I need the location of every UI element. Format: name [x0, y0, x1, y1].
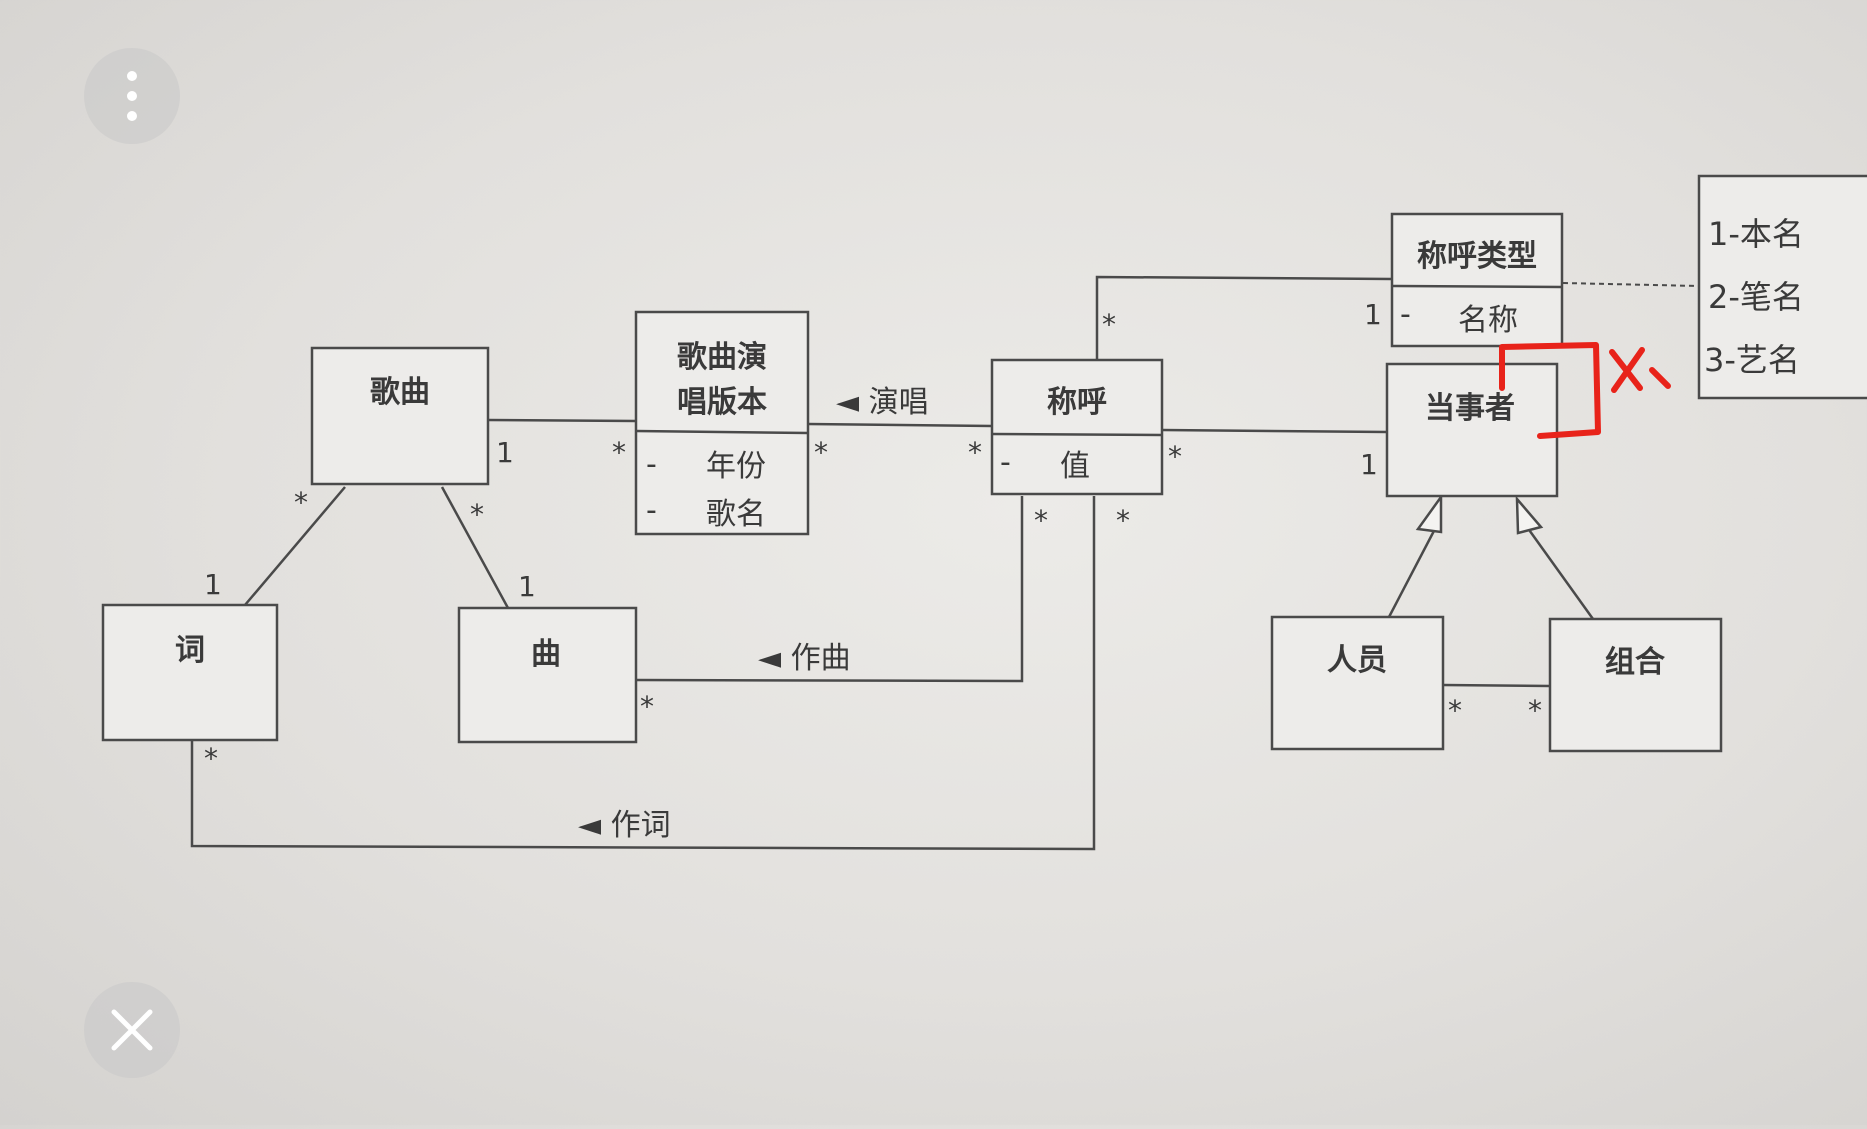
class-melody-name: 曲 [531, 637, 561, 672]
version-attr1-visibility: - [646, 447, 657, 482]
class-group-name: 组合 [1605, 645, 1665, 680]
close-button[interactable] [84, 982, 180, 1078]
class-song-box [310, 346, 490, 486]
mult-song-version-version: * [612, 436, 626, 469]
mult-app-type-app: * [1102, 308, 1116, 341]
appellation-attr1: 值 [1060, 449, 1090, 484]
assoc-melody-appellation [635, 496, 1024, 683]
mult-app-party-app: * [1168, 440, 1182, 473]
mult-lyrics-app-app: * [1116, 504, 1130, 537]
mult-song-lyrics-song: * [294, 486, 308, 519]
class-melody-box [457, 606, 638, 744]
version-attr1: 年份 [706, 449, 766, 484]
assoc-person-group [1442, 683, 1551, 688]
assoc-song-version [487, 418, 637, 423]
more-options-button[interactable] [84, 48, 180, 144]
generalization-person [1387, 526, 1438, 618]
enum-note-box [1697, 174, 1867, 400]
version-attr2-visibility: - [646, 493, 657, 528]
class-lyrics-box [101, 603, 279, 742]
assoc-label-write: ◄ 作词 [578, 808, 671, 843]
mult-song-melody-melody: 1 [518, 570, 536, 603]
assoc-lyrics-appellation [190, 496, 1096, 851]
mult-person-group-group: * [1528, 694, 1542, 727]
class-version-name-line1: 歌曲演 [677, 340, 767, 375]
class-appellation-name: 称呼 [1047, 385, 1107, 420]
generalization-group [1525, 526, 1595, 620]
enum-item-2: 2-笔名 [1708, 278, 1804, 316]
class-version-box [634, 310, 810, 536]
class-group-box [1548, 617, 1723, 753]
assoc-appellation-type [1095, 275, 1393, 360]
class-person-box [1270, 615, 1445, 751]
generalization-arrowhead-person [1415, 493, 1443, 534]
red-annotation [1499, 342, 1671, 439]
mult-song-version-song: 1 [496, 436, 514, 469]
version-attr2: 歌名 [706, 497, 766, 532]
class-party-name: 当事者 [1425, 391, 1515, 426]
assoc-appellation-party [1161, 428, 1388, 434]
assoc-version-appellation [807, 422, 993, 428]
assoc-label-compose: ◄ 作曲 [758, 641, 851, 676]
mult-melody-app-app: * [1034, 504, 1048, 537]
more-vertical-icon [127, 71, 137, 121]
mult-lyrics-app-lyrics: * [204, 742, 218, 775]
mult-song-melody-song: * [470, 498, 484, 531]
class-appellation-type-box [1390, 212, 1564, 348]
class-version-name-line2: 唱版本 [677, 385, 767, 420]
appellation-type-attr1: 名称 [1458, 303, 1518, 338]
class-appellation-box [990, 358, 1164, 496]
enum-item-1: 1-本名 [1708, 215, 1804, 253]
appellation-attr1-visibility: - [1000, 445, 1011, 480]
assoc-label-sing: ◄ 演唱 [836, 385, 929, 420]
class-appellation-type-name: 称呼类型 [1417, 239, 1537, 274]
enum-item-3: 3-艺名 [1704, 341, 1800, 379]
appellation-type-attr1-visibility: - [1400, 297, 1411, 332]
mult-person-group-person: * [1448, 694, 1462, 727]
class-song-name: 歌曲 [370, 375, 430, 410]
assoc-song-melody [440, 486, 510, 609]
mult-app-party-party: 1 [1360, 448, 1378, 481]
assoc-song-lyrics [244, 486, 346, 606]
class-party-box [1385, 362, 1559, 498]
mult-version-app-version: * [814, 436, 828, 469]
mult-version-app-app: * [968, 436, 982, 469]
class-lyrics-name: 词 [175, 633, 205, 668]
mult-song-lyrics-lyrics: 1 [204, 568, 222, 601]
class-person-name: 人员 [1327, 643, 1387, 678]
mult-app-type-type: 1 [1364, 298, 1382, 331]
generalization-arrowhead-group [1515, 495, 1544, 535]
close-icon [111, 1009, 153, 1051]
dashed-note-link [1562, 282, 1700, 287]
mult-melody-app-melody: * [640, 690, 654, 723]
